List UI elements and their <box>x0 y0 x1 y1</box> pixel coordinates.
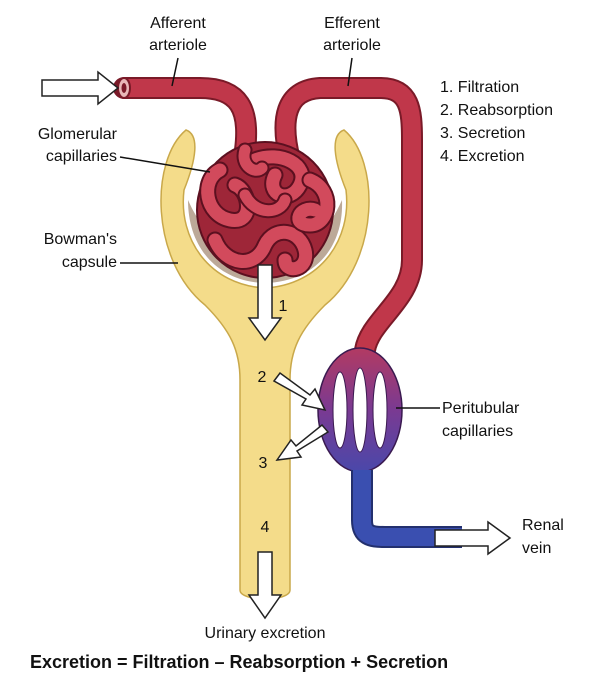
leader-efferent <box>347 57 353 87</box>
label-afferent-line2: arteriole <box>149 37 207 54</box>
legend-item-reabsorption: 2. Reabsorption <box>440 102 553 119</box>
label-peritubular-line1: Peritubular <box>442 400 520 417</box>
legend-item-secretion: 3. Secretion <box>440 125 525 142</box>
excretion-equation: Excretion = Filtration – Reabsorption + … <box>30 652 448 672</box>
label-afferent-line1: Afferent <box>150 15 206 32</box>
arrow-excretion <box>247 551 283 620</box>
arrow-secretion <box>275 423 330 461</box>
label-efferent-line2: arteriole <box>323 37 381 54</box>
leader-afferent <box>171 57 179 87</box>
label-glomerular-line1: Glomerular <box>38 126 118 143</box>
legend-item-excretion: 4. Excretion <box>440 148 524 165</box>
label-glomerular-line2: capillaries <box>46 148 117 165</box>
step-number-4: 4 <box>261 519 270 536</box>
venous-vessel <box>351 470 462 548</box>
arrow-reabsorption <box>272 371 327 412</box>
label-bowman-line2: capsule <box>62 254 117 271</box>
arrow-renal-vein <box>434 520 512 556</box>
label-bowman-line1: Bowman's <box>44 231 117 248</box>
glomerulus <box>196 141 336 279</box>
label-peritubular-line2: capillaries <box>442 423 513 440</box>
leader-glomerular <box>119 156 211 173</box>
step-number-1: 1 <box>279 298 288 315</box>
label-renal-vein-line2: vein <box>522 540 551 557</box>
bowmans-capsule-tubule <box>160 129 370 600</box>
step-number-2: 2 <box>258 369 267 386</box>
arrow-filtration <box>247 264 283 342</box>
label-urinary-excretion: Urinary excretion <box>205 625 326 642</box>
arrow-afferent-in <box>41 70 120 106</box>
label-renal-vein-line1: Renal <box>522 517 564 534</box>
legend-item-filtration: 1. Filtration <box>440 79 519 96</box>
peritubular-capillaries <box>317 347 403 473</box>
label-efferent-line1: Efferent <box>324 15 380 32</box>
step-number-3: 3 <box>259 455 268 472</box>
